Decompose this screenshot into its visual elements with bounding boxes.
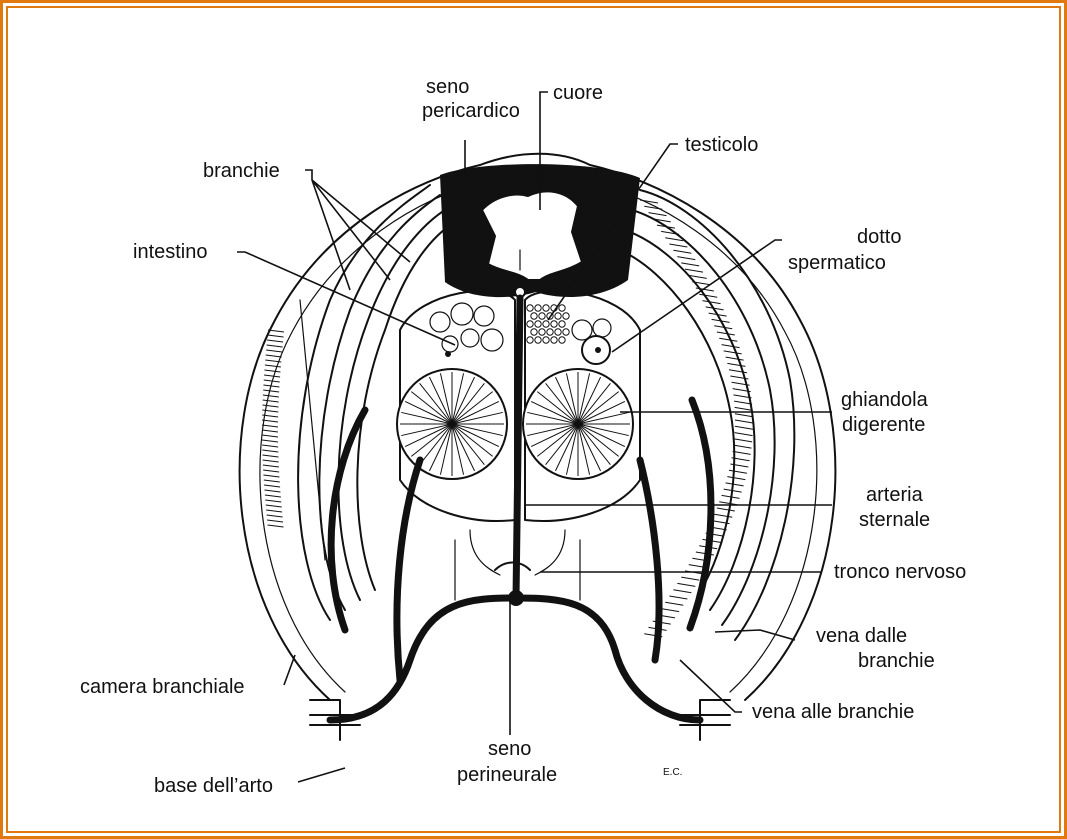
label-camera-branchiale: camera branchiale	[80, 676, 245, 698]
label-cuore: cuore	[553, 82, 603, 104]
label-arteria-sternale-line1: arteria	[866, 484, 924, 506]
label-vena-dalle-branchie-line2: branchie	[858, 650, 935, 672]
label-vena-dalle-branchie-line1: vena dalle	[816, 625, 907, 647]
artist-signature: E.C.	[663, 767, 682, 778]
label-ghiandola-digerente-line1: ghiandola	[841, 389, 929, 411]
label-branchie: branchie	[203, 160, 280, 182]
label-testicolo: testicolo	[685, 134, 758, 156]
digestive-gland-left-lobe	[397, 369, 507, 479]
label-seno-pericardico-line1: seno	[426, 76, 469, 98]
testis	[527, 305, 569, 343]
label-ghiandola-digerente-line2: digerente	[842, 414, 925, 436]
intestine	[430, 303, 503, 357]
label-seno-perineurale-line1: seno	[488, 738, 531, 760]
sternal-artery	[516, 298, 520, 598]
label-base-arto: base dell’arto	[154, 775, 273, 797]
sperm-duct	[572, 319, 611, 364]
label-intestino: intestino	[133, 241, 208, 263]
label-tronco-nervoso: tronco nervoso	[834, 561, 966, 583]
label-seno-pericardico-line2: pericardico	[422, 100, 520, 122]
left-gill-filaments	[262, 330, 284, 527]
digestive-gland-right-lobe	[523, 369, 633, 479]
label-vena-alle-branchie: vena alle branchie	[752, 701, 914, 723]
label-arteria-sternale-line2: sternale	[859, 509, 930, 531]
label-dotto-spermatico-line1: dotto	[857, 226, 901, 248]
label-dotto-spermatico-line2: spermatico	[788, 252, 886, 274]
label-seno-perineurale-line2: perineurale	[457, 764, 557, 786]
